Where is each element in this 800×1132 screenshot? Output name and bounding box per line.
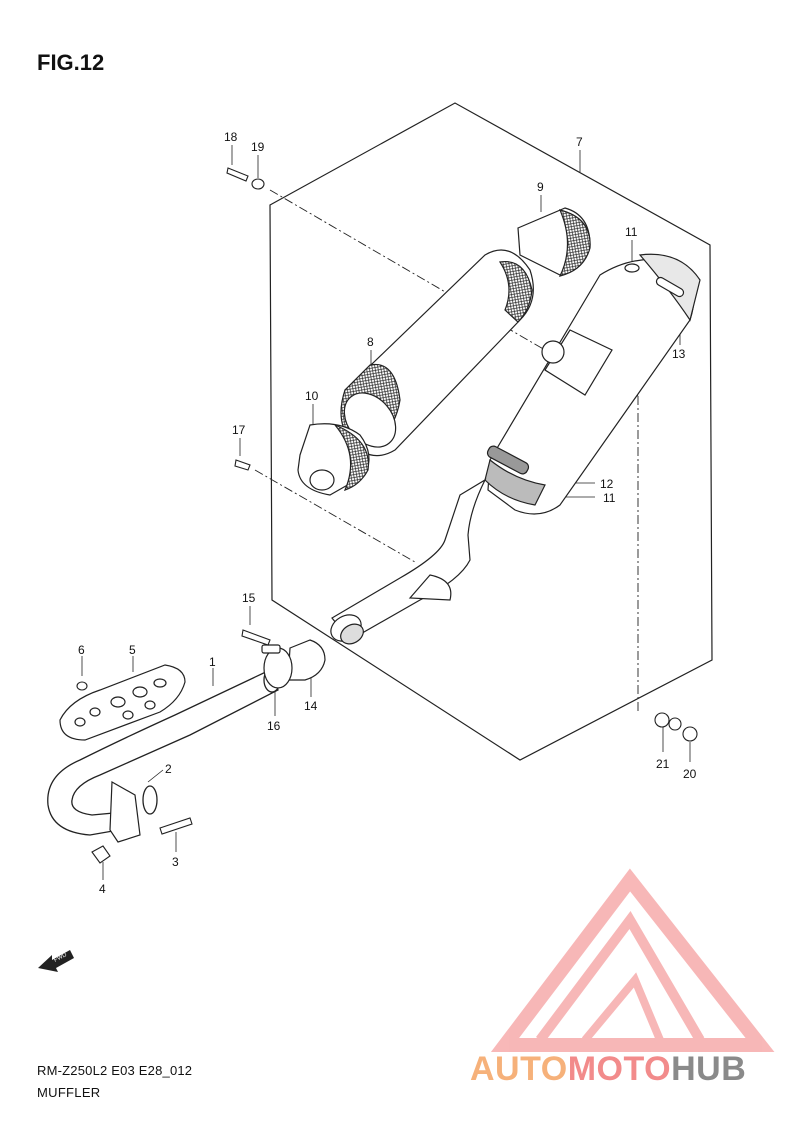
nut-4	[91, 845, 111, 864]
callout-21: 21	[656, 757, 670, 771]
callout-12: 12	[600, 477, 614, 491]
callout-9: 9	[537, 180, 544, 194]
callout-19: 19	[251, 140, 265, 154]
model-code: RM-Z250L2 E03 E28_012	[37, 1063, 193, 1078]
callout-10: 10	[305, 389, 319, 403]
muffler-body-7	[484, 253, 701, 515]
exhaust-flange	[109, 780, 141, 843]
end-cap-10	[297, 423, 370, 496]
muffler-inlet-tube	[330, 478, 487, 645]
clamp-sleeve-14	[287, 639, 326, 681]
callout-7: 7	[576, 135, 583, 149]
bolt-17	[234, 459, 251, 471]
bolt-18	[226, 167, 249, 182]
heat-shield-5	[59, 664, 186, 741]
gasket-2	[142, 785, 158, 815]
callout-15: 15	[242, 591, 256, 605]
callout-16: 16	[267, 719, 281, 733]
callout-5: 5	[129, 643, 136, 657]
bolt-6	[76, 681, 88, 691]
bolt-15	[241, 629, 271, 646]
callout-11-top: 11	[625, 225, 638, 239]
watermark-logo	[490, 868, 775, 1052]
callout-18: 18	[224, 130, 238, 144]
figure-title: FIG.12	[37, 50, 105, 75]
watermark-part-auto: AUTO	[470, 1050, 568, 1088]
watermark-part-hub: HUB	[671, 1050, 747, 1088]
stud-bolt-3	[159, 817, 193, 835]
leader-lines	[81, 145, 691, 880]
callout-11-bottom: 11	[603, 491, 616, 505]
callout-20: 20	[683, 767, 697, 781]
callout-4: 4	[99, 882, 106, 896]
clamp-16	[261, 644, 293, 689]
callout-13: 13	[672, 347, 686, 361]
watermark-text: AUTOMOTOHUB	[470, 1050, 746, 1089]
muffler-assembly-outline	[269, 102, 713, 761]
callout-labels: 1 2 3 4 5 6 7 8 9 10 11 11 12 13 14 15 1…	[78, 130, 697, 896]
washer-19	[251, 178, 265, 190]
watermark-part-moto: MOTO	[567, 1050, 672, 1088]
callout-1: 1	[209, 655, 216, 669]
washer-21	[654, 712, 682, 731]
callout-17: 17	[232, 423, 246, 437]
forward-arrow-icon	[38, 950, 74, 972]
end-cap-9	[517, 207, 591, 277]
callout-6: 6	[78, 643, 85, 657]
callout-2: 2	[165, 762, 172, 776]
nut-20	[682, 726, 698, 742]
muffler-cover-8	[340, 249, 534, 457]
callout-8: 8	[367, 335, 374, 349]
section-name: MUFFLER	[37, 1085, 101, 1100]
callout-3: 3	[172, 855, 179, 869]
callout-14: 14	[304, 699, 318, 713]
